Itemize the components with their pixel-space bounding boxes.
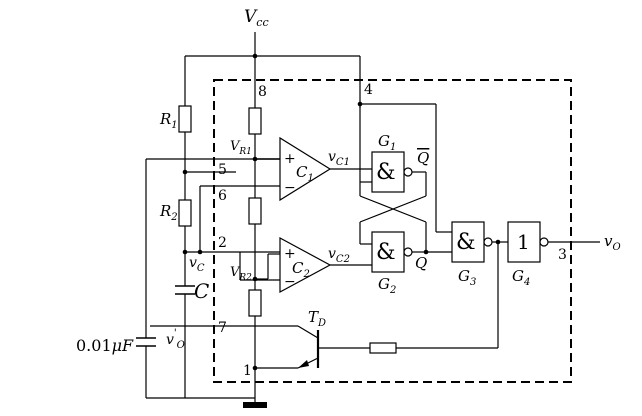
resistor-r1 xyxy=(178,105,192,133)
chip-boundary xyxy=(213,79,572,383)
svg-text:+: + xyxy=(284,151,296,167)
pin-1: 1 xyxy=(243,363,252,379)
svg-text:G1: G1 xyxy=(378,132,396,153)
svg-text:−: − xyxy=(284,274,296,290)
svg-text:1: 1 xyxy=(517,230,530,254)
vr1-label: VR1 xyxy=(230,139,252,157)
r1-label: R1 xyxy=(159,110,178,131)
q-label: Q xyxy=(415,254,427,272)
pin-6: 6 xyxy=(218,188,227,204)
pin-4: 4 xyxy=(364,82,373,98)
svg-text:G2: G2 xyxy=(378,275,396,296)
base-resistor xyxy=(369,342,397,354)
vcc-supply: Vcc xyxy=(244,7,269,59)
comparator-c2: + − C2 xyxy=(279,236,332,294)
vcc-label: Vcc xyxy=(244,7,269,29)
svg-text:G3: G3 xyxy=(458,267,476,288)
svg-text:&: & xyxy=(456,230,476,255)
vo-prime-label: v'O xyxy=(166,328,185,351)
vc2-label: vC2 xyxy=(328,246,350,265)
gate-g3: & G3 xyxy=(451,221,493,288)
transistor-td: TD xyxy=(150,308,326,369)
gate-g2: & G2 xyxy=(371,231,413,296)
pin-2: 2 xyxy=(218,235,227,251)
svg-text:C2: C2 xyxy=(292,259,310,280)
pin-8: 8 xyxy=(258,84,267,100)
pin-3: 3 xyxy=(558,247,567,263)
gate-g4: 1 G4 xyxy=(507,221,549,288)
pin-5: 5 xyxy=(218,162,227,178)
r2-label: R2 xyxy=(159,202,178,223)
pin-7: 7 xyxy=(218,320,227,336)
svg-text:C: C xyxy=(194,279,209,303)
capacitor-c: C xyxy=(175,279,209,303)
divider-resistor-3 xyxy=(248,289,262,317)
capacitor-control xyxy=(136,337,156,347)
svg-text:G4: G4 xyxy=(512,267,530,288)
latch-cross-coupling xyxy=(359,172,427,252)
svg-text:&: & xyxy=(376,160,396,185)
qbar-label: Q xyxy=(417,149,429,167)
comparator-c1: + − C1 xyxy=(279,136,332,202)
resistor-r2 xyxy=(178,199,192,227)
svg-text:&: & xyxy=(376,240,396,265)
svg-text:TD: TD xyxy=(308,308,326,329)
ground-symbol xyxy=(243,402,267,408)
vo-label: vO xyxy=(604,232,621,253)
gate-g1: & G1 xyxy=(371,132,413,193)
control-cap-label: 0.01μF xyxy=(76,336,134,355)
vc-label: vC xyxy=(189,255,205,274)
vc1-label: vC1 xyxy=(328,149,350,168)
vr2-label: VR2 xyxy=(230,265,252,283)
svg-text:C1: C1 xyxy=(296,163,314,184)
divider-resistor-2 xyxy=(248,197,262,225)
svg-text:−: − xyxy=(284,180,296,196)
svg-text:+: + xyxy=(284,246,296,262)
divider-resistor-1 xyxy=(248,107,262,135)
